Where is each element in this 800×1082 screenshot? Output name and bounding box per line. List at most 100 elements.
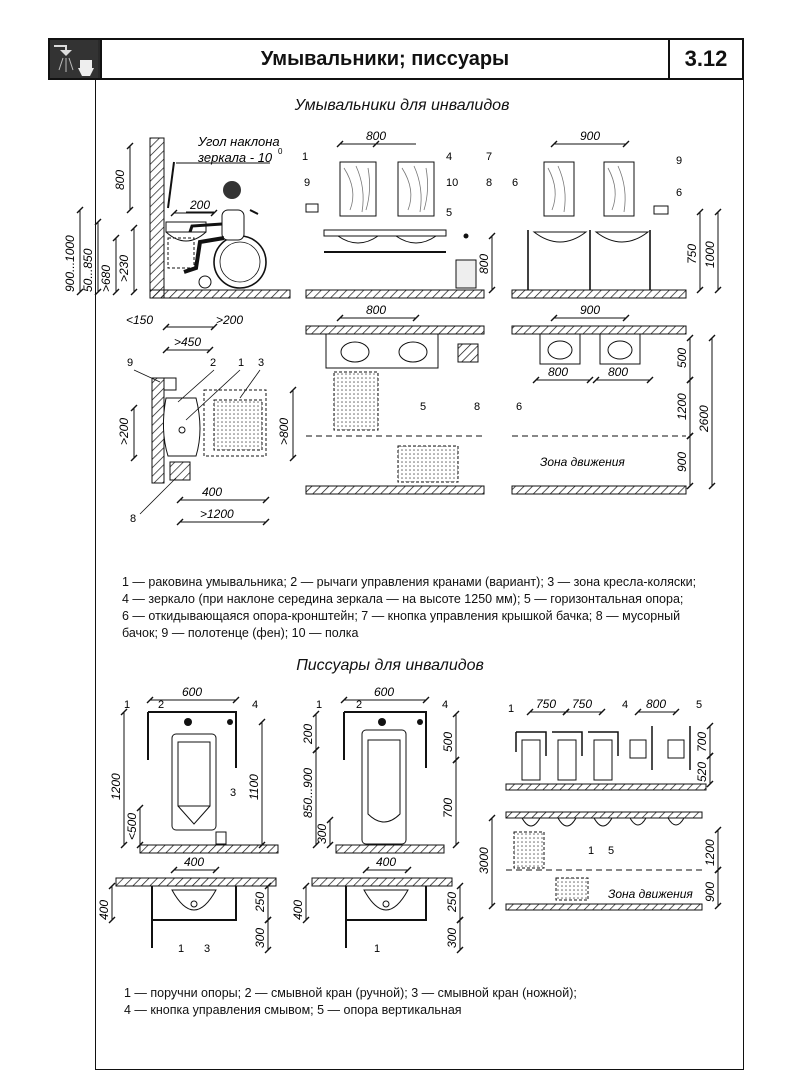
group-label-1: 1 [508, 703, 514, 715]
dim-gt200: >200 [216, 313, 243, 327]
content-frame [95, 80, 744, 1070]
label-5-plan: 5 [420, 401, 426, 413]
plan-view-brackets [511, 325, 687, 495]
legend-line: 6 — откидывающаяся опора-кронштейн; 7 — … [122, 609, 681, 623]
urinals-section-title: Писсуары для инвалидов [296, 657, 484, 674]
dim-800-plan-a: 800 [548, 365, 568, 379]
label-9-front-r: 9 [676, 155, 682, 167]
group-plan-label-1: 1 [588, 845, 594, 857]
dim-500: 500 [675, 348, 689, 368]
dim-900-front: 900 [580, 129, 600, 143]
urinal-a-plan [115, 877, 277, 948]
dim-gt200-plan: >200 [117, 418, 131, 445]
dim-900: 900 [675, 452, 689, 472]
label-9-front: 9 [304, 177, 310, 189]
urinal-b-600: 600 [374, 685, 394, 699]
urinal-a-plan-250: 250 [253, 892, 267, 913]
legend-line: 4 — кнопка управления смывом; 5 — опора … [124, 1003, 462, 1017]
group-750-b: 750 [572, 697, 592, 711]
label-2-plan: 2 [210, 357, 216, 369]
label-6-front-r: 6 [676, 187, 682, 199]
group-label-4: 4 [622, 699, 628, 711]
urinal-b-300: 300 [315, 824, 329, 844]
urinal-b-plan-label-1: 1 [374, 943, 380, 955]
legend-line: 1 — поручни опоры; 2 — смывной кран (руч… [124, 986, 577, 1000]
dim-230: >230 [117, 255, 131, 282]
group-800: 800 [646, 697, 666, 711]
washbasins-legend: 1 — раковина умывальника; 2 — рычаги упр… [122, 574, 722, 642]
dim-800-front-h: 800 [477, 254, 491, 274]
urinal-a-label-4: 4 [252, 699, 258, 711]
dim-800-plan-double: 800 [366, 303, 386, 317]
urinal-a-label-1: 1 [124, 699, 130, 711]
dim-900-1000: 900...1000 [63, 235, 77, 292]
dim-800-front: 800 [366, 129, 386, 143]
dim-150: <150 [126, 313, 153, 327]
label-4-front: 4 [446, 151, 452, 163]
urinal-b-plan-250: 250 [445, 892, 459, 913]
mirror-angle-label-2: зеркала - 10 [197, 150, 273, 165]
urinal-b-500: 500 [441, 732, 455, 752]
side-view-wheelchair [149, 137, 291, 299]
urinal-a-500: <500 [125, 813, 139, 840]
dim-680: >680 [99, 265, 113, 292]
urinal-b-850-900: 850...900 [301, 768, 315, 818]
dim-450: >450 [174, 335, 201, 349]
legend-line: бачок; 9 — полотенце (фен); 10 — полка [122, 626, 359, 640]
urinal-b-plan-400: 400 [376, 855, 396, 869]
dim-1200-plan: >1200 [200, 507, 234, 521]
urinal-a-elevation [139, 711, 279, 854]
dim-400-plan: 400 [202, 485, 222, 499]
group-movement-zone: Зона движения [608, 887, 693, 901]
label-10-front: 10 [446, 177, 458, 189]
label-8-front: 8 [486, 177, 492, 189]
group-1200: 1200 [703, 839, 717, 866]
group-3000: 3000 [477, 847, 491, 874]
group-label-5: 5 [696, 699, 702, 711]
urinal-a-plan-300: 300 [253, 928, 267, 948]
plan-view-single [151, 377, 267, 484]
label-6-plan: 6 [516, 401, 522, 413]
dim-gt800-plan: >800 [277, 418, 291, 445]
dim-800-side: 800 [113, 170, 127, 190]
urinal-a-plan-400v: 400 [97, 900, 111, 920]
legend-line: 4 — зеркало (при наклоне середина зеркал… [122, 592, 684, 606]
urinal-b-200: 200 [301, 724, 315, 745]
group-750-a: 750 [536, 697, 556, 711]
dim-1200: 1200 [675, 393, 689, 420]
dim-2600: 2600 [697, 405, 711, 433]
urinal-b-700: 700 [441, 798, 455, 818]
group-520: 520 [695, 762, 709, 782]
label-1-plan: 1 [238, 357, 244, 369]
urinal-a-1200: 1200 [109, 773, 123, 800]
urinal-b-label-4: 4 [442, 699, 448, 711]
degree-sign: 0 [278, 147, 283, 156]
label-3-plan: 3 [258, 357, 264, 369]
urinals-legend: 1 — поручни опоры; 2 — смывной кран (руч… [124, 985, 724, 1019]
label-7-front: 7 [486, 151, 492, 163]
dim-200-side: 200 [189, 198, 210, 212]
urinal-a-plan-400: 400 [184, 855, 204, 869]
mirror-angle-label: Угол наклона [197, 134, 280, 149]
section-number: 3.12 [684, 46, 728, 71]
shower-toilet-icon [50, 40, 102, 78]
dim-900-plan: 900 [580, 303, 600, 317]
urinal-b-label-1: 1 [316, 699, 322, 711]
label-9-plan: 9 [127, 357, 133, 369]
group-700: 700 [695, 732, 709, 752]
movement-zone-label: Зона движения [540, 455, 625, 469]
urinal-a-plan-label-1: 1 [178, 943, 184, 955]
dim-800-plan-b: 800 [608, 365, 628, 379]
urinal-a-label-2: 2 [158, 699, 164, 711]
washbasins-section-title: Умывальники для инвалидов [294, 97, 510, 114]
plan-view-double [305, 325, 485, 495]
dim-750: 750 [685, 244, 699, 264]
group-plan-label-5: 5 [608, 845, 614, 857]
front-view-brackets [511, 161, 687, 299]
page-title: Умывальники; писсуары [102, 40, 670, 78]
label-5-front: 5 [446, 207, 452, 219]
dim-50-850: 50...850 [81, 248, 95, 292]
urinal-a-plan-label-3: 3 [204, 943, 210, 955]
